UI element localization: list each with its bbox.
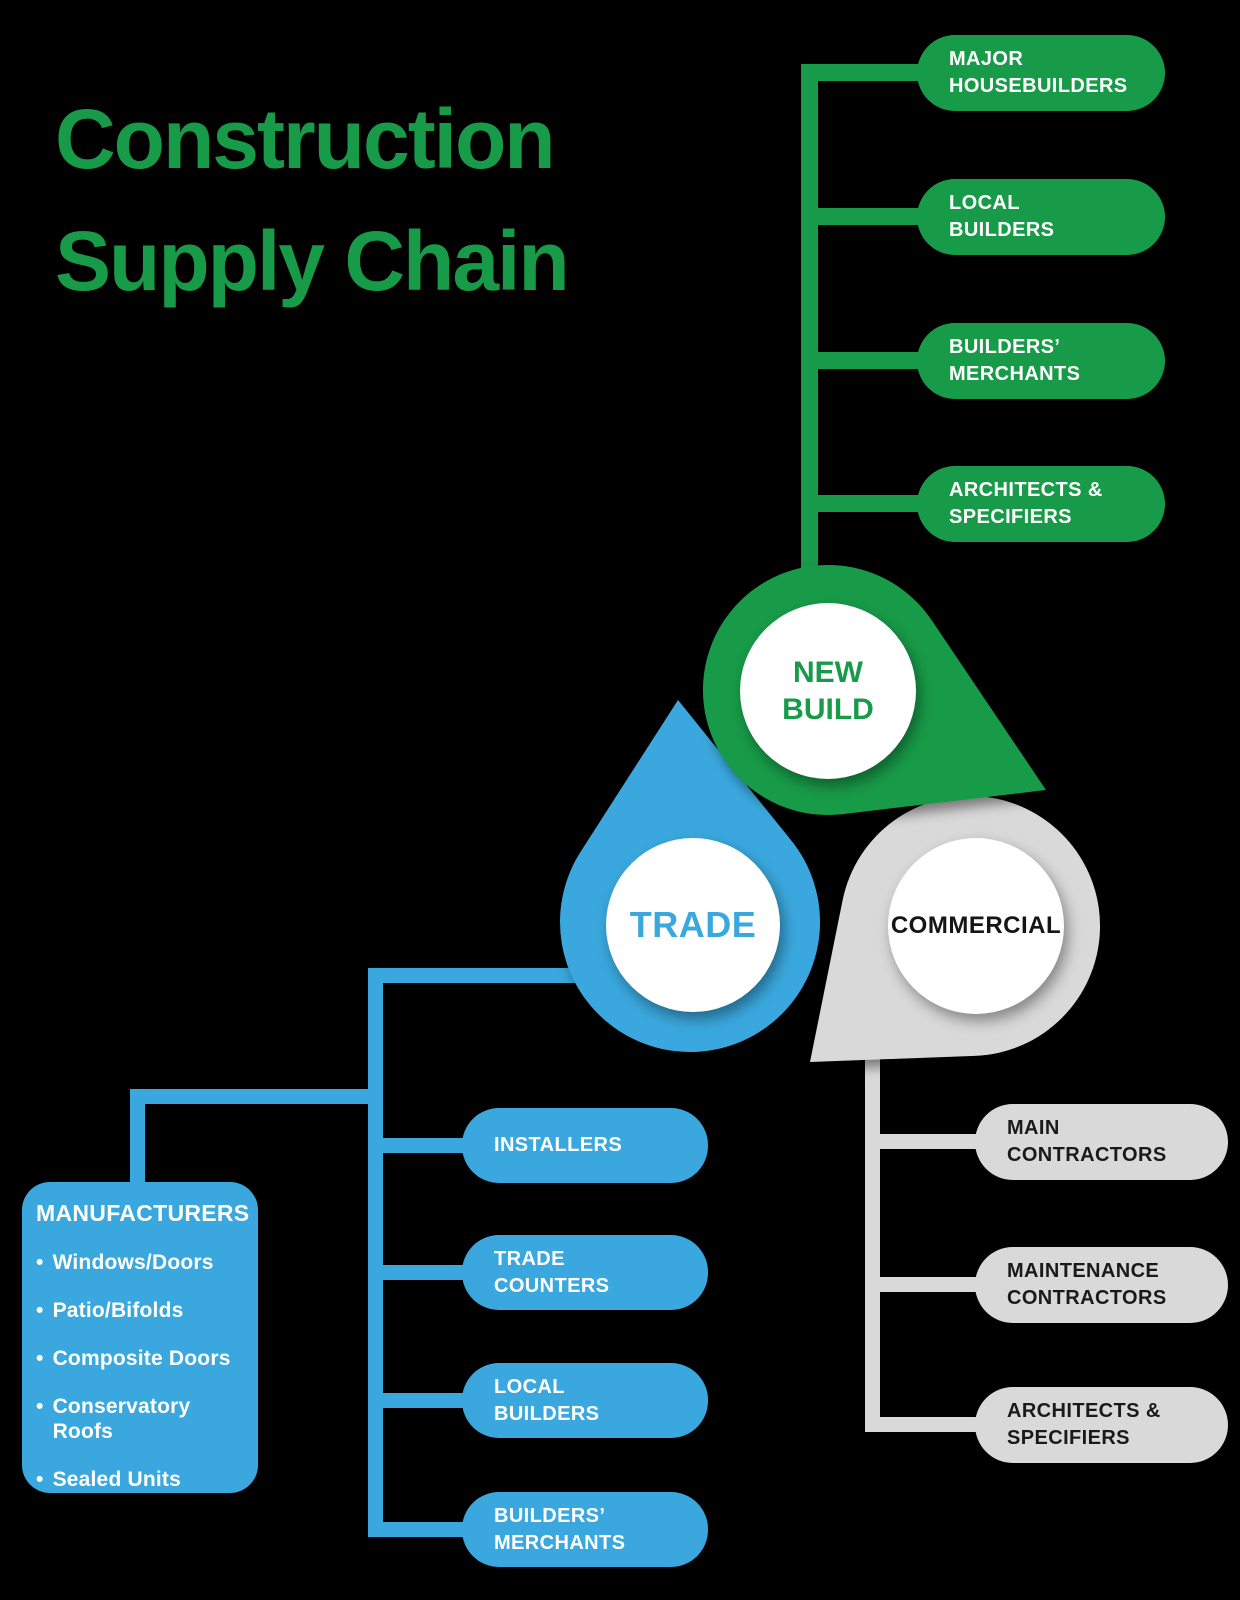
newbuild-trunk-line — [801, 64, 818, 604]
pill-label: BUILDERS’ MERCHANTS — [494, 1504, 626, 1554]
bullet-text: Patio/Bifolds — [52, 1299, 184, 1322]
newbuild-branch-line — [801, 352, 921, 369]
bullet-dot: • — [36, 1251, 44, 1274]
bullet-text: Windows/Doors — [52, 1251, 214, 1274]
trade-branch-line — [368, 1393, 468, 1408]
pill-label: LOCAL BUILDERS — [494, 1375, 600, 1425]
newbuild-branch-line — [801, 64, 921, 81]
manufacturers-branch-line — [130, 1089, 383, 1104]
newbuild-branch-line — [801, 495, 921, 512]
manufacturers-title: MANUFACTURERS — [36, 1200, 250, 1226]
pill-architects-specifiers-newbuild: ARCHITECTS & SPECIFIERS — [917, 466, 1165, 542]
page-title-line1: Construction — [55, 92, 556, 186]
commercial-branch-line — [865, 1277, 980, 1292]
pill-label: TRADE COUNTERS — [494, 1247, 610, 1297]
pill-main-contractors: MAIN CONTRACTORS — [975, 1104, 1228, 1180]
pill-label: INSTALLERS — [494, 1134, 623, 1156]
pill-architects-specifiers-commercial: ARCHITECTS & SPECIFIERS — [975, 1387, 1228, 1463]
commercial-hub-label: COMMERCIAL — [890, 912, 1062, 939]
bullet-text: Composite Doors — [52, 1347, 231, 1370]
pill-trade-counters: TRADE COUNTERS — [462, 1235, 708, 1310]
pill-label: LOCAL BUILDERS — [949, 192, 1055, 241]
pill-label: MAIN CONTRACTORS — [1007, 1117, 1167, 1166]
newbuild-circle — [740, 603, 916, 779]
pill-label: BUILDERS’ MERCHANTS — [949, 336, 1081, 385]
pill-local-builders-trade: LOCAL BUILDERS — [462, 1363, 708, 1438]
pill-local-builders-newbuild: LOCAL BUILDERS — [917, 179, 1165, 255]
manufacturers-bullet-item: • Patio/Bifolds — [36, 1298, 248, 1323]
trade-drop-link-line — [368, 968, 608, 983]
commercial-branch-line — [865, 1417, 980, 1432]
manufacturers-bullet-item: • Windows/Doors — [36, 1250, 248, 1275]
bullet-text: Sealed Units — [52, 1468, 182, 1491]
pill-label: ARCHITECTS & SPECIFIERS — [1007, 1400, 1161, 1449]
bullet-text: Conservatory Roofs — [52, 1395, 191, 1443]
pill-major-housebuilders: MAJOR HOUSEBUILDERS — [917, 35, 1165, 111]
trade-circle — [606, 838, 780, 1012]
pill-maintenance-contractors: MAINTENANCE CONTRACTORS — [975, 1247, 1228, 1323]
trade-hub-label: TRADE — [629, 904, 757, 945]
trade-branch-line — [368, 1138, 468, 1153]
bullet-dot: • — [36, 1395, 44, 1418]
pill-builders-merchants-newbuild: BUILDERS’ MERCHANTS — [917, 323, 1165, 399]
manufacturers-bullet-item: • Composite Doors — [36, 1346, 248, 1371]
newbuild-branch-line — [801, 208, 921, 225]
pill-label: MAINTENANCE CONTRACTORS — [1007, 1260, 1167, 1309]
trade-branch-line — [368, 1265, 468, 1280]
pill-installers: INSTALLERS — [462, 1108, 708, 1183]
page-title-line2: Supply Chain — [55, 214, 570, 308]
trade-branch-line — [368, 1522, 468, 1537]
bullet-dot: • — [36, 1468, 44, 1491]
bullet-dot: • — [36, 1347, 44, 1370]
manufacturers-box: MANUFACTURERS • Windows/Doors • Patio/Bi… — [22, 1182, 258, 1493]
commercial-trunk-line — [865, 1015, 880, 1432]
page-title: Construction Supply Chain — [55, 78, 570, 322]
pill-label: MAJOR HOUSEBUILDERS — [949, 48, 1128, 97]
manufacturers-bullet-item: • Sealed Units — [36, 1467, 248, 1492]
bullet-dot: • — [36, 1299, 44, 1322]
commercial-circle — [888, 838, 1064, 1014]
newbuild-hub-label: NEW BUILD — [782, 656, 874, 726]
pill-builders-merchants-trade: BUILDERS’ MERCHANTS — [462, 1492, 708, 1567]
commercial-branch-line — [865, 1134, 980, 1149]
manufacturers-bullet-item: • Conservatory Roofs — [36, 1394, 248, 1444]
pill-label: ARCHITECTS & SPECIFIERS — [949, 479, 1103, 528]
manufacturers-drop-line — [130, 1089, 145, 1189]
